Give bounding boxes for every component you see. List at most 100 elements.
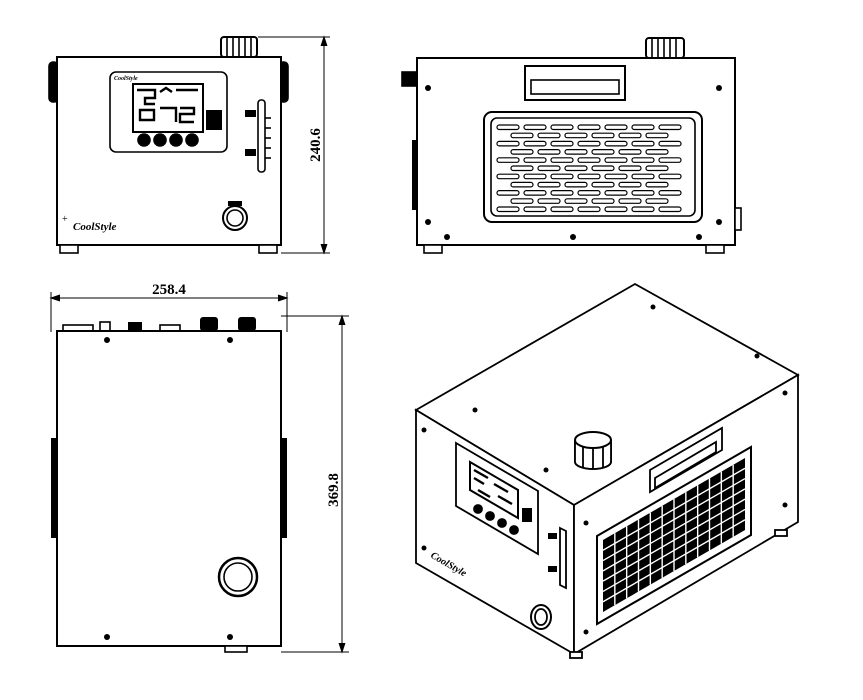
depth-dimension	[281, 314, 349, 654]
side-vent-slot	[631, 124, 655, 131]
side-connector	[401, 71, 418, 87]
side-right-foot	[705, 244, 725, 254]
height-dimension-label: 240.6	[308, 128, 324, 162]
front-right-foot	[258, 244, 278, 254]
side-vent-slot	[658, 173, 682, 180]
isometric-view: CoolStyle	[414, 282, 800, 659]
side-vent-slot	[564, 181, 588, 188]
iso-fill-port	[530, 604, 552, 630]
side-vent-slot	[618, 149, 642, 155]
side-vent-slot	[618, 132, 642, 139]
side-right-tab	[734, 207, 742, 231]
side-vent-slot	[631, 157, 655, 163]
top-edge-parts	[62, 317, 256, 332]
side-vent-slot	[591, 149, 615, 155]
side-vent-slot	[523, 173, 547, 180]
iso-foot-front	[569, 651, 583, 659]
side-vent-slot	[658, 157, 682, 163]
side-vent-slot	[577, 190, 601, 196]
side-handle	[524, 65, 626, 101]
side-vent-slot	[537, 165, 561, 172]
front-left-foot	[59, 244, 79, 254]
iso-foot-right	[774, 529, 788, 537]
side-vent-slot	[631, 190, 655, 196]
front-control-panel: CoolStyle	[109, 71, 228, 153]
side-vent-slot	[604, 173, 628, 180]
front-top-cap	[220, 36, 258, 58]
side-vent-slot	[645, 149, 669, 155]
side-vent-slot	[523, 206, 547, 213]
side-vent-slot	[537, 181, 561, 188]
iso-control-panel	[455, 441, 539, 556]
side-vent-slot	[550, 140, 574, 147]
iso-vent-divider	[602, 477, 746, 562]
side-vent-slot	[631, 206, 655, 213]
side-vent-slot	[523, 140, 547, 147]
iso-top-cap	[574, 431, 612, 470]
side-vent-slot	[658, 140, 682, 147]
side-vent-slot	[550, 157, 574, 163]
side-vent-slot	[496, 157, 520, 163]
iso-vent-divider	[602, 519, 746, 603]
side-vent-slot	[604, 140, 628, 147]
side-vent-slot	[604, 124, 628, 131]
side-vent-slot	[618, 198, 642, 204]
side-vent-slot	[510, 198, 534, 204]
top-bottom-tab	[224, 645, 248, 653]
side-vent-slot	[510, 181, 534, 188]
iso-lcd-screen	[469, 460, 519, 520]
side-vent-slot	[591, 165, 615, 172]
iso-vent-divider	[602, 467, 746, 551]
height-dimension	[258, 35, 330, 255]
side-vent-slot	[564, 132, 588, 139]
side-vent-slot	[496, 124, 520, 131]
side-vent-slot	[523, 190, 547, 196]
side-vent-slot	[591, 132, 615, 139]
side-vent-slot	[564, 165, 588, 172]
side-vent-grille	[483, 111, 703, 223]
side-view	[401, 37, 742, 254]
top-right-bump	[281, 438, 287, 538]
side-vent-slot	[577, 124, 601, 131]
side-vent-slot	[550, 206, 574, 213]
side-vent-slot	[496, 140, 520, 147]
iso-level-indicator	[548, 526, 567, 590]
depth-dimension-label: 369.8	[326, 473, 342, 507]
side-vent-slot	[564, 149, 588, 155]
side-vent-slot	[496, 206, 520, 213]
top-left-bump	[51, 438, 57, 538]
front-panel-brand: CoolStyle	[114, 76, 138, 82]
side-vent-slot	[537, 198, 561, 204]
side-vent-slot	[523, 157, 547, 163]
top-body	[56, 330, 282, 647]
front-button-2	[153, 133, 167, 147]
iso-vent-grille	[596, 445, 752, 626]
side-vent-slot	[577, 140, 601, 147]
side-vent-slot	[550, 124, 574, 131]
side-vent-slot	[591, 198, 615, 204]
side-vent-slot	[658, 190, 682, 196]
side-vent-slot	[510, 132, 534, 139]
top-screws	[104, 337, 233, 640]
side-vent-slot	[604, 206, 628, 213]
side-vent-slot	[618, 181, 642, 188]
side-vent-slot	[510, 165, 534, 172]
side-vent-slot	[645, 181, 669, 188]
front-fill-port	[222, 201, 248, 231]
front-button-4	[185, 133, 199, 147]
front-logo-mark: +	[62, 214, 68, 225]
width-dimension	[49, 292, 289, 332]
side-vent-slot	[577, 157, 601, 163]
side-vent-slot	[496, 173, 520, 180]
side-vent-slot	[631, 173, 655, 180]
front-button-1	[137, 133, 151, 147]
side-vent-slot	[550, 190, 574, 196]
top-cap	[217, 556, 259, 598]
side-left-strip	[412, 140, 417, 210]
side-vent-slot	[591, 181, 615, 188]
side-vent-slot	[645, 165, 669, 172]
side-vent-slot	[523, 124, 547, 131]
side-vent-slot	[604, 190, 628, 196]
side-vent-slot	[496, 190, 520, 196]
